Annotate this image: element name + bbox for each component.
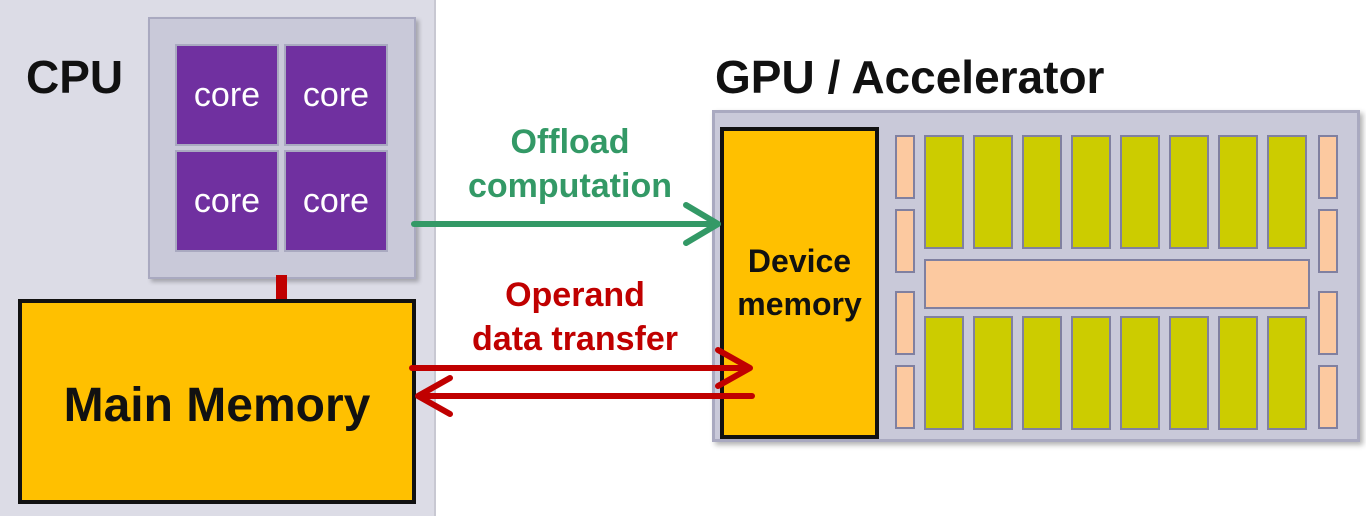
offload-computation-label: Offload computation [440,120,700,208]
gpu-side-cell [895,209,915,273]
gpu-side-cell [1318,291,1338,355]
gpu-label: GPU / Accelerator [715,51,1105,103]
main-memory-label: Main Memory [63,379,371,432]
cpu-label: CPU [26,51,124,103]
cpu-memory-bus [276,275,287,299]
main-memory-block: Main Memory [18,299,416,504]
cpu-core: core [284,44,388,146]
gpu-compute-unit [1218,135,1258,249]
gpu-compute-unit [1267,316,1307,430]
offload-label-line2: computation [468,167,672,205]
gpu-compute-unit [1267,135,1307,249]
gpu-side-cell [895,365,915,429]
gpu-compute-unit [1169,316,1209,430]
gpu-compute-unit [1071,135,1111,249]
cpu-core: core [284,150,388,252]
gpu-side-cell [1318,365,1338,429]
offload-arrow [411,202,721,246]
transfer-arrow-to-host [415,375,755,417]
gpu-compute-unit [1120,135,1160,249]
data-transfer-label: Operand data transfer [440,273,710,361]
gpu-compute-unit [973,135,1013,249]
cpu-core: core [175,150,279,252]
gpu-compute-unit [1022,135,1062,249]
gpu-compute-unit [1169,135,1209,249]
gpu-compute-unit [973,316,1013,430]
offload-label-line1: Offload [510,123,630,161]
gpu-compute-unit [1071,316,1111,430]
cpu-core-cluster: core core core core [148,17,416,279]
gpu-compute-unit [1120,316,1160,430]
gpu-compute-unit [1022,316,1062,430]
transfer-label-line1: Operand [505,276,645,314]
transfer-label-line2: data transfer [472,320,678,358]
gpu-compute-unit [1218,316,1258,430]
gpu-side-cell [895,135,915,199]
device-memory-label-line2: memory [737,286,862,322]
device-memory-label-line1: Device [747,243,852,279]
cpu-core: core [175,44,279,146]
gpu-shared-memory-bar [924,259,1310,309]
gpu-side-cell [1318,209,1338,273]
gpu-side-cell [895,291,915,355]
gpu-side-cell [1318,135,1338,199]
device-memory-block: Device memory [720,127,879,439]
transfer-arrow-to-device [409,347,753,389]
gpu-compute-unit [924,316,964,430]
gpu-compute-unit [924,135,964,249]
